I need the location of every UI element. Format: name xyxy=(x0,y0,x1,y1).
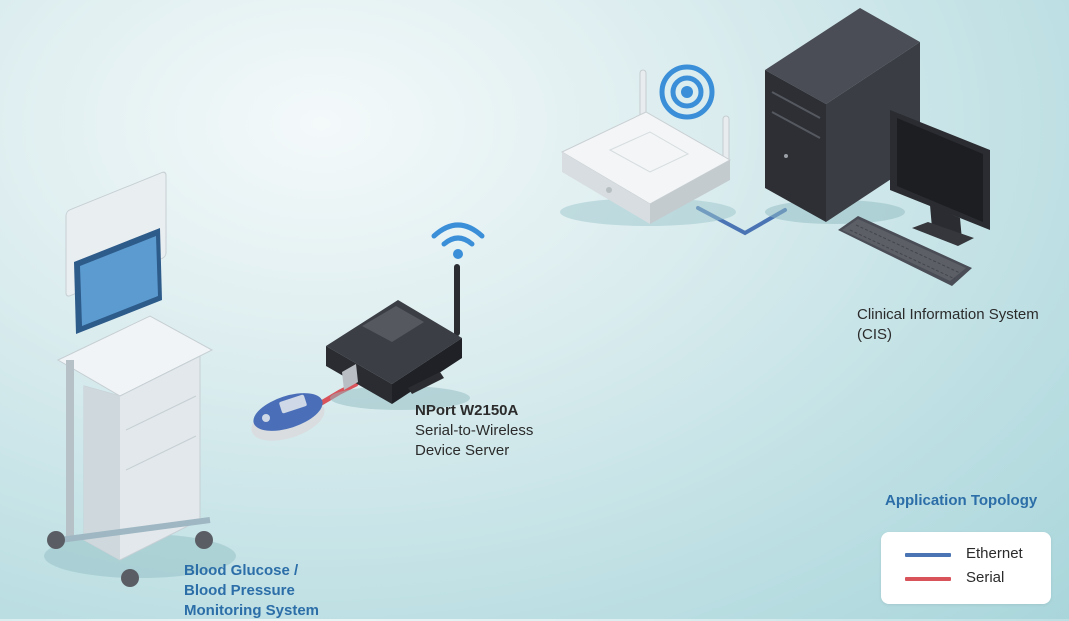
legend-item-serial: Serial xyxy=(881,568,1051,590)
nport-label: NPort W2150A Serial-to-Wireless Device S… xyxy=(415,402,534,459)
monitoring-system-label: Blood Glucose / Blood Pressure Monitorin… xyxy=(184,562,320,619)
ethernet-swatch xyxy=(905,553,951,557)
pc-tower-icon xyxy=(765,8,920,224)
monitor-icon xyxy=(890,110,990,246)
legend-item-ethernet: Ethernet xyxy=(881,544,1051,566)
serial-swatch xyxy=(905,577,951,581)
wifi-icon xyxy=(431,222,485,259)
cis-label: Clinical Information System (CIS) xyxy=(857,306,1039,343)
device-server-icon xyxy=(326,264,470,410)
topology-title: Application Topology xyxy=(885,492,1038,509)
legend: Ethernet Serial xyxy=(881,532,1051,604)
glucose-meter-icon xyxy=(251,393,325,441)
medical-cart-icon xyxy=(44,171,236,587)
router-icon xyxy=(560,69,736,226)
keyboard-icon xyxy=(838,216,972,286)
wifi-icon xyxy=(659,64,715,120)
